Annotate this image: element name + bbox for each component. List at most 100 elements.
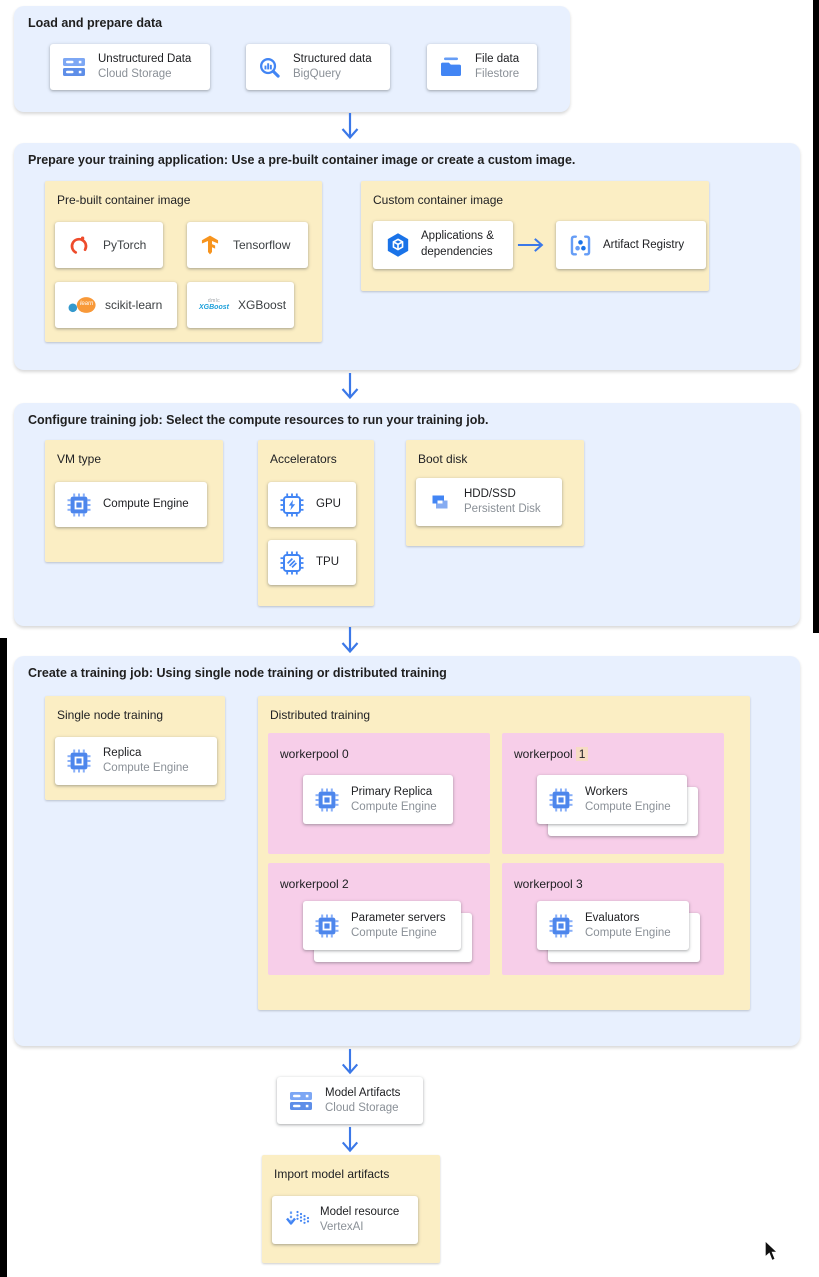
card-subtitle: Compute Engine: [585, 926, 671, 939]
card-title: File data: [475, 53, 520, 66]
bigquery-icon: [258, 56, 281, 79]
card-unstructured-data: Unstructured Data Cloud Storage: [50, 44, 210, 90]
card-structured-data: Structured data BigQuery: [246, 44, 390, 90]
card-gpu: GPU: [268, 482, 356, 527]
section-configure-job: Configure training job: Select the compu…: [14, 403, 800, 626]
card-title: GPU: [316, 498, 341, 511]
arrow-down-4: [338, 1048, 362, 1077]
card-title: Structured data: [293, 53, 372, 66]
card-subtitle: Compute Engine: [103, 762, 189, 774]
pytorch-icon: [67, 233, 91, 257]
card-subtitle: Compute Engine: [585, 800, 671, 813]
framework-label: Tensorflow: [233, 238, 291, 252]
scikit-learn-script: learn: [80, 300, 94, 307]
section-configure-title: Configure training job: Select the compu…: [28, 413, 489, 427]
card-subtitle: Compute Engine: [351, 926, 437, 939]
card-subtitle: Compute Engine: [351, 800, 437, 813]
group-single-node-label: Single node training: [57, 708, 164, 722]
card-evaluators: Evaluators Compute Engine: [537, 901, 689, 950]
group-custom-label: Custom container image: [373, 193, 504, 207]
card-persistent-disk: HDD/SSD Persistent Disk: [416, 478, 562, 526]
card-title: Applications & dependencies: [421, 230, 494, 258]
group-import-label: Import model artifacts: [274, 1167, 390, 1181]
pool-workerpool-3: workerpool 3 Evaluators Compute Engine: [502, 863, 724, 975]
card-title: Parameter servers: [351, 911, 446, 924]
mouse-cursor-icon: [764, 1240, 778, 1262]
compute-engine-icon: [315, 914, 339, 938]
workerpool-3-label: workerpool 3: [514, 877, 583, 891]
card-subtitle: Filestore: [475, 68, 520, 80]
card-artifact-registry: Artifact Registry: [556, 221, 706, 269]
compute-engine-icon: [315, 788, 339, 812]
group-single-node: Single node training Replica Compute Eng…: [45, 696, 225, 800]
card-workers: Workers Compute Engine: [537, 775, 687, 824]
section-create-job: Create a training job: Using single node…: [14, 656, 800, 1046]
pool-workerpool-2: workerpool 2 Parameter servers Compute E…: [268, 863, 490, 975]
screenshot-edge-right: [813, 0, 819, 633]
xgboost-icon: dmlc XGBoost: [199, 298, 229, 312]
card-scikit-learn: learn scikit-learn: [55, 282, 177, 328]
artifact-registry-icon: [568, 233, 593, 258]
card-model-artifacts: Model Artifacts Cloud Storage: [277, 1077, 423, 1124]
card-compute-engine: Compute Engine: [55, 482, 207, 527]
arrow-right-build: [517, 237, 547, 253]
group-import-model: Import model artifacts Model resource Ve…: [262, 1155, 440, 1263]
card-title: Model resource: [320, 1206, 400, 1219]
framework-label: XGBoost: [238, 298, 287, 312]
gpu-icon: [280, 493, 304, 517]
card-pytorch: PyTorch: [55, 222, 163, 268]
compute-engine-icon: [67, 493, 91, 517]
card-parameter-servers: Parameter servers Compute Engine: [303, 901, 461, 950]
group-distributed-label: Distributed training: [270, 708, 371, 722]
group-accelerators-label: Accelerators: [270, 452, 337, 466]
group-boot-disk-label: Boot disk: [418, 452, 468, 466]
arrow-down-5: [338, 1126, 362, 1155]
cloud-storage-icon: [289, 1091, 313, 1111]
card-model-resource: Model resource VertexAI: [272, 1196, 418, 1244]
card-title: Model Artifacts: [325, 1086, 401, 1099]
card-title: Workers: [585, 785, 628, 798]
pool-workerpool-0: workerpool 0 Primary Replica Compute Eng…: [268, 733, 490, 854]
card-subtitle: Persistent Disk: [464, 503, 541, 515]
tpu-icon: [280, 551, 304, 575]
compute-engine-icon: [549, 788, 573, 812]
card-subtitle: BigQuery: [293, 68, 341, 80]
group-custom-container: Custom container image Applications & de…: [361, 181, 709, 291]
card-applications-dependencies: Applications & dependencies: [373, 221, 513, 269]
card-title: Compute Engine: [103, 498, 189, 511]
arrow-down-3: [338, 626, 362, 656]
card-title: Unstructured Data: [98, 53, 192, 66]
group-boot-disk: Boot disk HDD/SSD Persistent Disk: [406, 440, 584, 546]
framework-label: PyTorch: [103, 238, 147, 252]
arrow-down-1: [338, 112, 362, 142]
persistent-disk-icon: [428, 490, 452, 514]
section-prepare-application: Prepare your training application: Use a…: [14, 143, 800, 370]
card-file-data: File data Filestore: [427, 44, 537, 90]
compute-engine-icon: [67, 749, 91, 773]
tensorflow-icon: [199, 234, 221, 256]
card-subtitle: Cloud Storage: [325, 1101, 399, 1114]
card-title: Replica: [103, 747, 142, 760]
vertex-ai-icon: [284, 1208, 310, 1232]
framework-label: scikit-learn: [105, 298, 163, 312]
card-title: HDD/SSD: [464, 488, 516, 501]
group-prebuilt-label: Pre-built container image: [57, 193, 191, 207]
applications-icon: [385, 232, 411, 258]
section-load-data: Load and prepare data Unstructured Data …: [14, 6, 570, 112]
group-prebuilt-container: Pre-built container image PyTorch Tensor…: [45, 181, 322, 342]
card-title: Artifact Registry: [603, 238, 685, 251]
group-distributed-training: Distributed training workerpool 0 Primar…: [258, 696, 750, 1010]
card-title: TPU: [316, 556, 339, 569]
group-accelerators: Accelerators GPU TPU: [258, 440, 374, 606]
card-replica: Replica Compute Engine: [55, 737, 217, 785]
section-prepare-title: Prepare your training application: Use a…: [28, 153, 576, 167]
arrow-down-2: [338, 372, 362, 402]
scikit-learn-icon: learn: [67, 295, 97, 316]
cloud-storage-icon: [62, 57, 86, 77]
card-tensorflow: Tensorflow: [187, 222, 308, 268]
card-subtitle: Cloud Storage: [98, 68, 172, 80]
section-load-title: Load and prepare data: [28, 16, 163, 30]
